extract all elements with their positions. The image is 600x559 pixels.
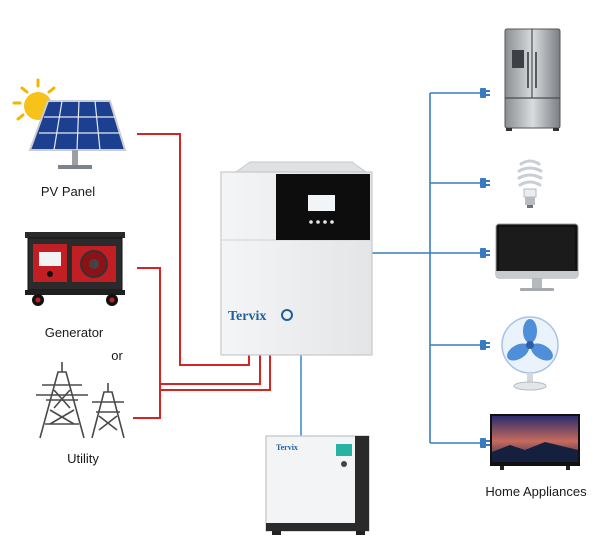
pv-wire xyxy=(137,133,250,366)
plug-icons xyxy=(480,88,490,448)
generator-icon xyxy=(25,232,125,306)
plug-icon xyxy=(480,340,490,350)
ac-output-wires xyxy=(372,92,480,444)
inverter-brand: Tervix xyxy=(228,309,266,324)
plug-icon xyxy=(480,88,490,98)
television-icon xyxy=(490,414,580,470)
utility-wire xyxy=(133,384,161,419)
plug-icon xyxy=(480,248,490,258)
refrigerator-icon xyxy=(504,28,561,131)
plug-icon xyxy=(480,178,490,188)
light-bulb-icon xyxy=(517,159,543,208)
utility-wire-2 xyxy=(160,355,271,391)
battery-unit: Tervix xyxy=(265,435,370,535)
inverter-unit: Tervix xyxy=(220,161,373,356)
inverter-logo: Tervix xyxy=(228,309,293,324)
utility-label: Utility xyxy=(67,451,99,466)
monitor-icon xyxy=(495,223,579,291)
battery-brand: Tervix xyxy=(276,443,298,452)
brand-logo-icon xyxy=(281,309,293,321)
pv-panel-icon xyxy=(12,78,127,169)
or-label: or xyxy=(111,348,123,363)
plug-icon xyxy=(480,438,490,448)
battery-display xyxy=(336,444,352,456)
utility-tower-icon xyxy=(36,362,125,439)
generator-label: Generator xyxy=(45,325,104,340)
sun-icon xyxy=(12,78,56,121)
home-appliances-label: Home Appliances xyxy=(485,484,587,499)
inverter-lcd-screen xyxy=(308,195,335,211)
fan-icon xyxy=(501,316,559,391)
pv-panel-label: PV Panel xyxy=(41,184,95,199)
ac-input-wires xyxy=(133,133,271,419)
